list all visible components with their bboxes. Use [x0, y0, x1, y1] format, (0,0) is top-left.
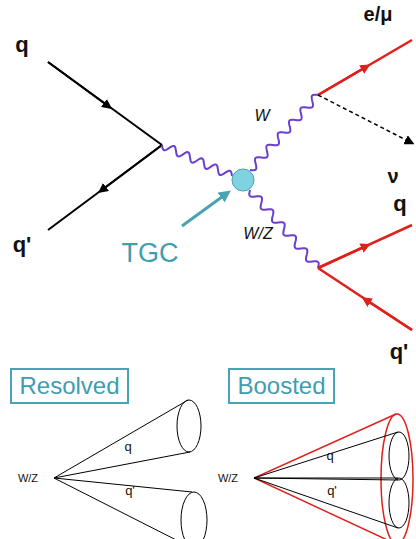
boson-line: [250, 95, 318, 171]
tgc-vertex: [232, 169, 254, 191]
jet-label: q': [327, 484, 337, 497]
particle-label: q': [390, 341, 409, 363]
boson-label: W/Z: [218, 473, 238, 484]
antiquark-arrow: [366, 300, 412, 330]
jet-label: q: [326, 449, 333, 462]
box-title: Boosted: [237, 374, 325, 398]
quark-arrow: [48, 62, 108, 106]
jet-cones: [54, 400, 207, 539]
particle-label: q': [13, 234, 32, 256]
jet-label: q': [125, 484, 135, 497]
category-box: Resolved: [10, 368, 129, 404]
antiquark-arrow: [102, 145, 162, 190]
antiquark-line: [318, 268, 412, 330]
boson-label: W/Z: [18, 473, 38, 484]
boson-label: W/Z: [243, 226, 272, 242]
neutrino-line: [318, 95, 410, 142]
lepton-arrow: [318, 67, 366, 95]
jet-label: q: [124, 440, 131, 453]
particle-label: q: [393, 193, 406, 215]
particle-label: e/μ: [364, 4, 393, 24]
boson-line: [162, 145, 232, 176]
tgc-label: TGC: [122, 240, 179, 267]
quark-line: [318, 225, 412, 268]
fat-jet-cones: [254, 414, 413, 539]
boson-label: W: [254, 108, 269, 124]
category-box: Boosted: [228, 368, 335, 404]
quark-line: [48, 62, 162, 145]
lepton-line: [318, 40, 412, 95]
box-title: Resolved: [19, 374, 119, 398]
tgc-pointer: [182, 194, 226, 226]
particle-label: ν: [387, 166, 398, 186]
antiquark-line: [48, 145, 162, 230]
quark-arrow: [318, 246, 366, 268]
particle-label: q: [15, 34, 28, 56]
